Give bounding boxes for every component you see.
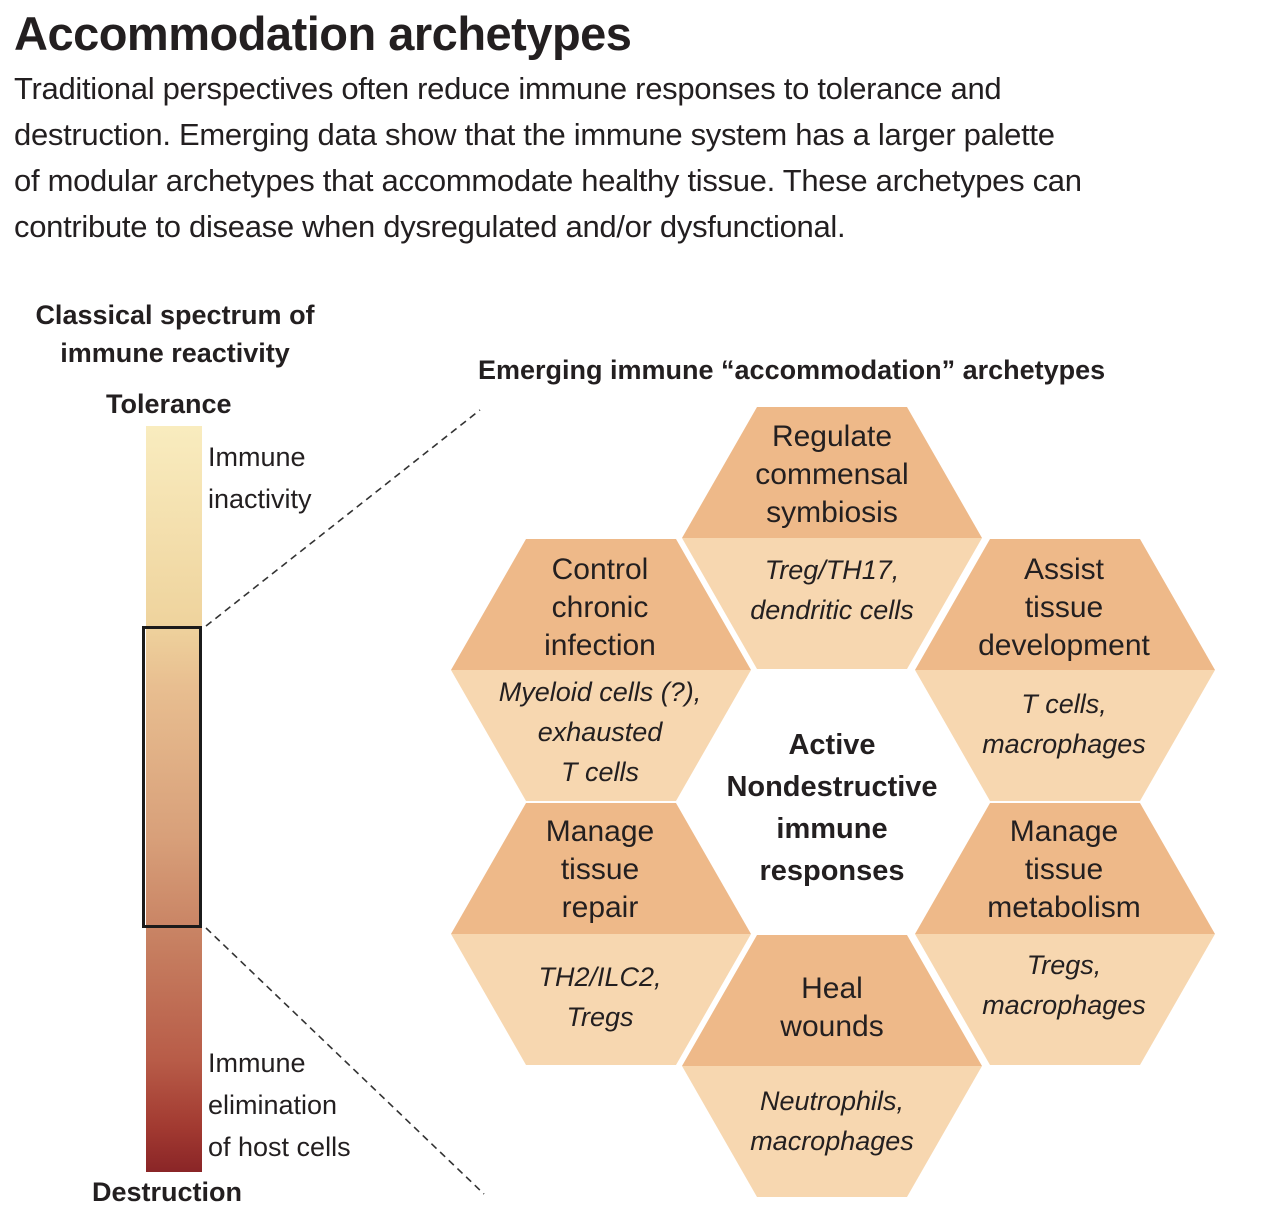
hexagon-manage-metabolism: [915, 803, 1215, 1065]
immune-elimination-note: Immune elimination of host cells: [208, 1042, 351, 1168]
cells-line: Tregs: [566, 1002, 634, 1032]
archetype-metabolism-title: Manage tissue metabolism: [932, 813, 1196, 927]
title-line: metabolism: [987, 891, 1141, 924]
archetype-commensal-cells: Treg/TH17, dendritic cells: [700, 550, 964, 630]
hexagon-lower-half: [682, 538, 982, 669]
archetype-development-title: Assist tissue development: [932, 551, 1196, 665]
hexagon-assist-development: [915, 539, 1215, 801]
title-line: commensal: [755, 458, 909, 491]
title-line: repair: [561, 891, 639, 924]
intro-line: of modular archetypes that accommodate h…: [14, 163, 1082, 198]
hexagon-lower-half: [915, 934, 1215, 1065]
title-line: wounds: [780, 1010, 884, 1043]
title-line: Control: [551, 553, 649, 586]
hexagon-upper-half: [451, 539, 751, 670]
spectrum-heading-line: Classical spectrum of: [35, 300, 315, 330]
intro-line: contribute to disease when dysregulated …: [14, 209, 846, 244]
tolerance-label: Tolerance: [106, 389, 232, 419]
cells-line: Myeloid cells (?),: [498, 677, 702, 707]
title-line: infection: [544, 629, 656, 662]
cells-line: macrophages: [750, 1126, 914, 1156]
center-line: responses: [759, 855, 905, 887]
hexagon-layer: [451, 407, 1215, 1197]
archetype-wounds-cells: Neutrophils, macrophages: [700, 1081, 964, 1161]
cells-line: macrophages: [982, 990, 1146, 1020]
note-line: elimination: [208, 1090, 338, 1120]
cells-line: Tregs,: [1026, 950, 1102, 980]
intro-paragraph: Traditional perspectives often reduce im…: [14, 66, 1234, 250]
hexagon-heal-wounds: [682, 935, 982, 1197]
intro-line: Traditional perspectives often reduce im…: [14, 71, 1002, 106]
hexagon-lower-half: [682, 1066, 982, 1197]
title-line: Regulate: [771, 420, 893, 453]
cells-line: exhausted: [537, 717, 663, 747]
center-line: immune: [776, 813, 888, 845]
reactivity-gradient-bar: [146, 426, 202, 1172]
archetype-infection-cells: Myeloid cells (?), exhausted T cells: [468, 672, 732, 792]
hexagon-upper-half: [915, 803, 1215, 934]
archetype-wounds-title: Heal wounds: [700, 970, 964, 1046]
spectrum-heading: Classical spectrum of immune reactivity: [10, 296, 340, 372]
hexagon-lower-half: [451, 934, 751, 1065]
title-line: symbiosis: [766, 496, 898, 529]
title-line: Manage: [545, 815, 655, 848]
archetype-metabolism-cells: Tregs, macrophages: [932, 945, 1196, 1025]
title-line: chronic: [551, 591, 649, 624]
title-line: Assist: [1023, 553, 1104, 586]
immune-inactivity-note: Immune inactivity: [208, 436, 312, 520]
cells-line: dendritic cells: [750, 595, 914, 625]
hexagon-regulate-commensal: [682, 407, 982, 669]
cells-line: T cells,: [1021, 689, 1107, 719]
note-line: inactivity: [208, 484, 312, 514]
spectrum-heading-line: immune reactivity: [60, 338, 290, 368]
title-line: tissue: [1024, 853, 1104, 886]
archetype-development-cells: T cells, macrophages: [932, 684, 1196, 764]
zoom-line-top: [205, 409, 481, 627]
hexagon-upper-half: [915, 539, 1215, 670]
note-line: of host cells: [208, 1132, 351, 1162]
title-line: Manage: [1009, 815, 1119, 848]
hexagon-upper-half: [682, 407, 982, 538]
note-line: Immune: [208, 1048, 306, 1078]
hexagon-upper-half: [451, 803, 751, 934]
hexagon-lower-half: [915, 670, 1215, 801]
intro-line: destruction. Emerging data show that the…: [14, 117, 1055, 152]
hexagon-upper-half: [682, 935, 982, 1066]
title-line: tissue: [1024, 591, 1104, 624]
archetype-repair-title: Manage tissue repair: [468, 813, 732, 927]
center-line: Nondestructive: [726, 771, 938, 803]
figure-title: Accommodation archetypes: [14, 7, 632, 60]
archetype-repair-cells: TH2/ILC2, Tregs: [468, 957, 732, 1037]
center-line: Active: [788, 729, 876, 761]
cells-line: macrophages: [982, 729, 1146, 759]
hexagon-manage-repair: [451, 803, 751, 1065]
cells-line: Neutrophils,: [759, 1086, 905, 1116]
cells-line: T cells: [560, 757, 639, 787]
archetype-infection-title: Control chronic infection: [468, 551, 732, 665]
hexagon-lower-half: [451, 670, 751, 801]
cells-line: Treg/TH17,: [764, 555, 900, 585]
title-line: tissue: [560, 853, 640, 886]
title-line: Heal: [801, 972, 863, 1005]
accommodation-range-box: [142, 626, 202, 928]
zoom-line-bottom: [205, 927, 485, 1195]
title-line: development: [978, 629, 1150, 662]
note-line: Immune: [208, 442, 306, 472]
archetypes-heading: Emerging immune “accommodation” archetyp…: [478, 355, 1106, 385]
destruction-label: Destruction: [92, 1177, 243, 1207]
cells-line: TH2/ILC2,: [538, 962, 662, 992]
center-label: Active Nondestructive immune responses: [700, 724, 964, 892]
archetype-commensal-title: Regulate commensal symbiosis: [700, 418, 964, 532]
hexagon-control-infection: [451, 539, 751, 801]
